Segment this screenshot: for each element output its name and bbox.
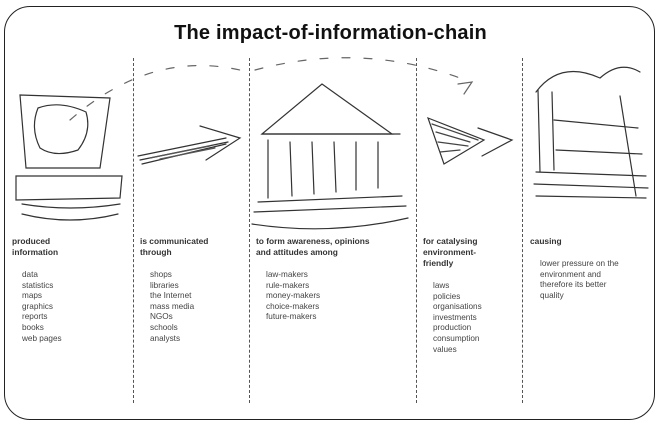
diagram-title: The impact-of-information-chain xyxy=(174,22,487,44)
list-item: choice-makers xyxy=(266,301,320,311)
list-item: investments xyxy=(433,312,477,322)
list-item: money-makers xyxy=(266,291,321,301)
list-item: data xyxy=(22,270,38,279)
item-list: data statistics maps graphics reports bo… xyxy=(22,270,130,344)
column-heading: for catalysing environment- friendly xyxy=(423,236,478,268)
list-item: web pages xyxy=(22,333,62,343)
item-list: shops libraries the Internet mass media … xyxy=(150,270,248,344)
column-heading: produced information xyxy=(12,236,59,257)
column-heading: to form awareness, opinions and attitude… xyxy=(256,236,370,257)
list-item: schools xyxy=(150,322,178,332)
column-divider xyxy=(133,58,134,403)
list-item: production xyxy=(433,323,472,333)
building-sketch-icon xyxy=(251,83,409,230)
list-item: reports xyxy=(22,312,48,322)
list-item: graphics xyxy=(22,301,53,311)
list-item: law-makers xyxy=(266,270,308,279)
flow-arc xyxy=(254,57,461,79)
column-form-awareness: to form awareness, opinions and attitude… xyxy=(256,236,414,323)
column-divider xyxy=(416,58,417,403)
list-item: NGOs xyxy=(150,312,173,322)
arrow-sketch-icon xyxy=(427,116,514,165)
list-item: organisations xyxy=(433,302,482,312)
outcome-description: lower pressure on the environment and th… xyxy=(540,259,619,300)
list-item: future-makers xyxy=(266,312,317,322)
column-produced-information: produced information data statistics map… xyxy=(12,236,130,344)
column-catalysing: for catalysing environment- friendly law… xyxy=(423,236,519,355)
list-item: the Internet xyxy=(150,291,192,301)
computer-sketch-icon xyxy=(15,94,123,221)
item-list: law-makers rule-makers money-makers choi… xyxy=(266,270,414,323)
list-item: libraries xyxy=(150,280,179,290)
flow-arc-arrowhead xyxy=(457,81,474,95)
column-heading: causing xyxy=(530,236,562,246)
diagram-frame xyxy=(4,6,655,420)
list-item: values xyxy=(433,344,457,354)
list-item: analysts xyxy=(150,333,181,343)
list-item: mass media xyxy=(150,301,195,311)
column-heading: is communicated through xyxy=(140,236,209,257)
column-causing: causing lower pressure on the environmen… xyxy=(530,236,650,301)
list-item: statistics xyxy=(22,280,54,290)
list-item: books xyxy=(22,322,44,332)
column-divider xyxy=(522,58,523,403)
list-item: laws xyxy=(433,281,450,290)
list-item: rule-makers xyxy=(266,280,310,290)
list-item: consumption xyxy=(433,333,480,343)
arrow-sketch-icon xyxy=(137,125,242,165)
column-communicated-through: is communicated through shops libraries … xyxy=(140,236,248,344)
factory-sketch-icon xyxy=(533,66,649,199)
flow-arc xyxy=(69,64,241,121)
list-item: shops xyxy=(150,270,172,279)
list-item: maps xyxy=(22,291,43,301)
item-list: laws policies organisations investments … xyxy=(433,281,519,355)
list-item: policies xyxy=(433,291,461,301)
column-divider xyxy=(249,58,250,403)
